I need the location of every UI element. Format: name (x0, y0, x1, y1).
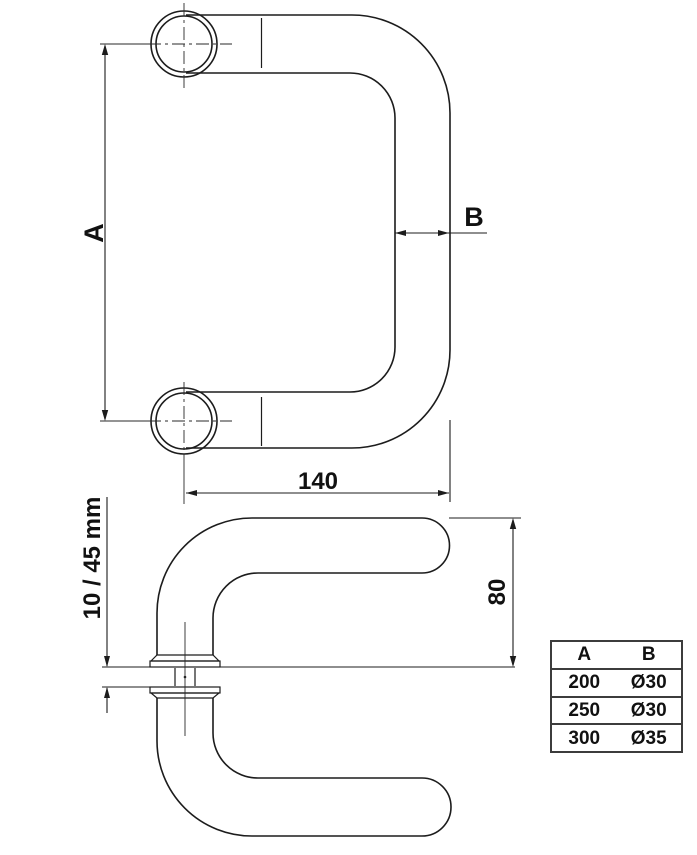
table-cell-b: Ø35 (630, 727, 667, 749)
table-cell-a: 200 (568, 672, 601, 694)
arrowhead-up (104, 687, 110, 698)
size-table-header-b: B (641, 644, 656, 666)
table-row: 250 Ø30 (552, 695, 681, 724)
dimension-b: B (395, 202, 487, 236)
table-cell-a: 300 (568, 727, 601, 749)
arrowhead-left (395, 230, 406, 236)
table-cell-b: Ø30 (630, 699, 667, 721)
table-row: 200 Ø30 (552, 667, 681, 696)
size-table: A B 200 Ø30 250 Ø30 300 Ø35 (550, 640, 683, 753)
arrowhead-up (509, 518, 517, 529)
dimension-thickness: 10 / 45 mm (79, 497, 110, 713)
size-table-header-a: A (577, 644, 592, 666)
dimension-80: 80 (449, 517, 521, 667)
dim-label-80: 80 (484, 579, 511, 606)
table-cell-a: 250 (568, 699, 601, 721)
size-table-header-row: A B (552, 642, 681, 668)
table-row: 300 Ø35 (552, 723, 681, 751)
dimension-140: 140 (186, 420, 451, 502)
dimension-a: A (79, 44, 109, 421)
arrowhead-right (438, 230, 449, 236)
dim-label-a: A (79, 223, 109, 243)
upper-handle-outline (156, 517, 451, 655)
side-view (102, 517, 515, 837)
arrowhead-down (104, 656, 110, 667)
arrowhead-up (101, 44, 109, 55)
dim-label-thickness: 10 / 45 mm (79, 497, 106, 620)
lower-handle-outline (156, 698, 452, 837)
arrowhead-left (186, 490, 197, 496)
front-view (100, 3, 451, 504)
handle-inner-outline (186, 72, 396, 393)
table-cell-b: Ø30 (630, 672, 667, 694)
arrowhead-down (101, 410, 109, 421)
dim-label-b: B (464, 202, 484, 232)
arrowhead-down (509, 656, 517, 667)
lower-flange-taper (149, 692, 221, 699)
handle-outer-outline (186, 14, 451, 449)
dim-label-140: 140 (298, 468, 338, 495)
arrowhead-right (438, 490, 449, 496)
